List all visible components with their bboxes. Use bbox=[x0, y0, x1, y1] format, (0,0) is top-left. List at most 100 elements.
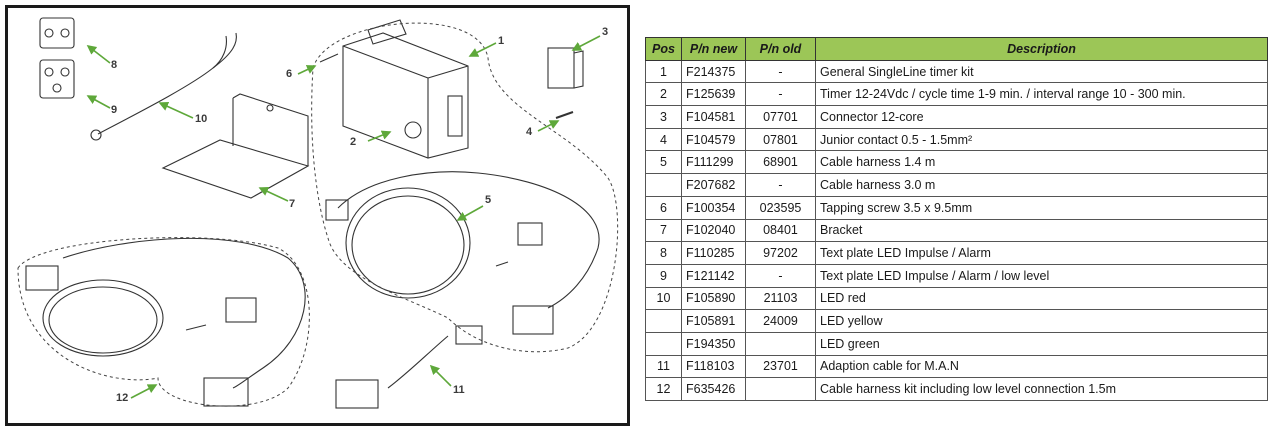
cell-pos bbox=[645, 309, 682, 333]
adaption-cable-11 bbox=[335, 325, 483, 409]
cell-pos: 2 bbox=[645, 82, 682, 107]
cell-pn-old: 68901 bbox=[745, 150, 816, 175]
cell-description: Cable harness kit including low level co… bbox=[815, 377, 1268, 401]
callout-1: 1 bbox=[498, 35, 505, 47]
cell-pos: 3 bbox=[645, 105, 682, 129]
cell-pn-new: F102040 bbox=[681, 218, 746, 243]
header-pn-old: P/n old bbox=[745, 37, 816, 61]
screw-6 bbox=[319, 53, 339, 63]
callout-11: 11 bbox=[453, 384, 465, 396]
cell-pn-old: 023595 bbox=[745, 195, 816, 220]
callout-8: 8 bbox=[111, 59, 118, 71]
cell-pos: 10 bbox=[645, 286, 682, 311]
cell-pos: 12 bbox=[645, 377, 682, 401]
cell-pn-new: F194350 bbox=[681, 331, 746, 356]
callout-12: 12 bbox=[116, 392, 129, 404]
cell-description: LED yellow bbox=[815, 309, 1268, 333]
callout-6: 6 bbox=[286, 68, 293, 80]
cell-pn-old: 07701 bbox=[745, 105, 816, 129]
timer-2 bbox=[342, 19, 469, 159]
cell-pn-new: F105891 bbox=[681, 309, 746, 333]
cell-pos: 11 bbox=[645, 354, 682, 379]
cell-description: Junior contact 0.5 - 1.5mm² bbox=[815, 127, 1268, 152]
connector-3 bbox=[547, 47, 584, 89]
cell-pn-new: F110285 bbox=[681, 241, 746, 265]
cell-pos: 6 bbox=[645, 195, 682, 220]
cell-pn-new: F104581 bbox=[681, 105, 746, 129]
cell-pn-old bbox=[745, 377, 816, 401]
cell-pos bbox=[645, 173, 682, 197]
cell-pn-new: F125639 bbox=[681, 82, 746, 107]
diagram-drawing bbox=[17, 17, 619, 409]
cell-pn-new: F635426 bbox=[681, 377, 746, 401]
cell-pn-old bbox=[745, 331, 816, 356]
cell-description: Text plate LED Impulse / Alarm / low lev… bbox=[815, 263, 1268, 288]
cell-pn-old: - bbox=[745, 59, 816, 84]
callout-4: 4 bbox=[526, 126, 533, 138]
callout-10: 10 bbox=[195, 113, 208, 125]
callout-7: 7 bbox=[289, 198, 296, 210]
table-row: F207682-Cable harness 3.0 m bbox=[645, 173, 1268, 197]
table-row: F194350 LED green bbox=[645, 331, 1268, 356]
callout-2: 2 bbox=[350, 136, 357, 148]
cell-description: Text plate LED Impulse / Alarm bbox=[815, 241, 1268, 265]
cell-pn-old: - bbox=[745, 263, 816, 288]
header-pn-new: P/n new bbox=[681, 37, 746, 61]
cell-description: General SingleLine timer kit bbox=[815, 59, 1268, 84]
contact-4 bbox=[555, 111, 574, 119]
cell-pn-old: 07801 bbox=[745, 127, 816, 152]
exploded-parts-diagram: 1 2 3 4 5 6 7 8 9 10 11 12 bbox=[5, 5, 630, 426]
cell-pn-new: F207682 bbox=[681, 173, 746, 197]
text-plate-9 bbox=[39, 59, 75, 99]
led-cable-10 bbox=[90, 32, 237, 141]
table-header-row: Pos P/n new P/n old Description bbox=[645, 37, 1268, 61]
cell-pn-new: F214375 bbox=[681, 59, 746, 84]
cell-pn-new: F118103 bbox=[681, 354, 746, 379]
cell-pn-old: 08401 bbox=[745, 218, 816, 243]
cell-pos: 8 bbox=[645, 241, 682, 265]
cell-description: Timer 12-24Vdc / cycle time 1-9 min. / i… bbox=[815, 82, 1268, 107]
cell-description: Adaption cable for M.A.N bbox=[815, 354, 1268, 379]
header-pos: Pos bbox=[645, 37, 682, 61]
cell-pos: 9 bbox=[645, 263, 682, 288]
cell-pn-new: F104579 bbox=[681, 127, 746, 152]
cell-pos: 1 bbox=[645, 59, 682, 84]
cell-pn-old: 21103 bbox=[745, 286, 816, 311]
cell-pos: 7 bbox=[645, 218, 682, 243]
cell-description: Cable harness 3.0 m bbox=[815, 173, 1268, 197]
cell-pn-old: - bbox=[745, 173, 816, 197]
cell-description: Connector 12-core bbox=[815, 105, 1268, 129]
text-plate-8 bbox=[39, 17, 75, 49]
cell-pos: 4 bbox=[645, 127, 682, 152]
bracket-7 bbox=[161, 93, 310, 199]
callout-5: 5 bbox=[485, 194, 492, 206]
cell-description: Tapping screw 3.5 x 9.5mm bbox=[815, 195, 1268, 220]
callout-9: 9 bbox=[111, 104, 118, 116]
callout-arrows bbox=[86, 35, 601, 399]
cell-pn-new: F100354 bbox=[681, 195, 746, 220]
callout-3: 3 bbox=[602, 26, 609, 38]
cell-description: Bracket bbox=[815, 218, 1268, 243]
cell-pn-old: 23701 bbox=[745, 354, 816, 379]
cell-description: LED red bbox=[815, 286, 1268, 311]
cell-pn-old: 24009 bbox=[745, 309, 816, 333]
group-outlines bbox=[17, 22, 619, 407]
cell-pos: 5 bbox=[645, 150, 682, 175]
cell-pn-new: F121142 bbox=[681, 263, 746, 288]
cell-pn-old: - bbox=[745, 82, 816, 107]
cell-description: LED green bbox=[815, 331, 1268, 356]
cable-harness-12 bbox=[25, 237, 306, 407]
cell-pn-new: F111299 bbox=[681, 150, 746, 175]
